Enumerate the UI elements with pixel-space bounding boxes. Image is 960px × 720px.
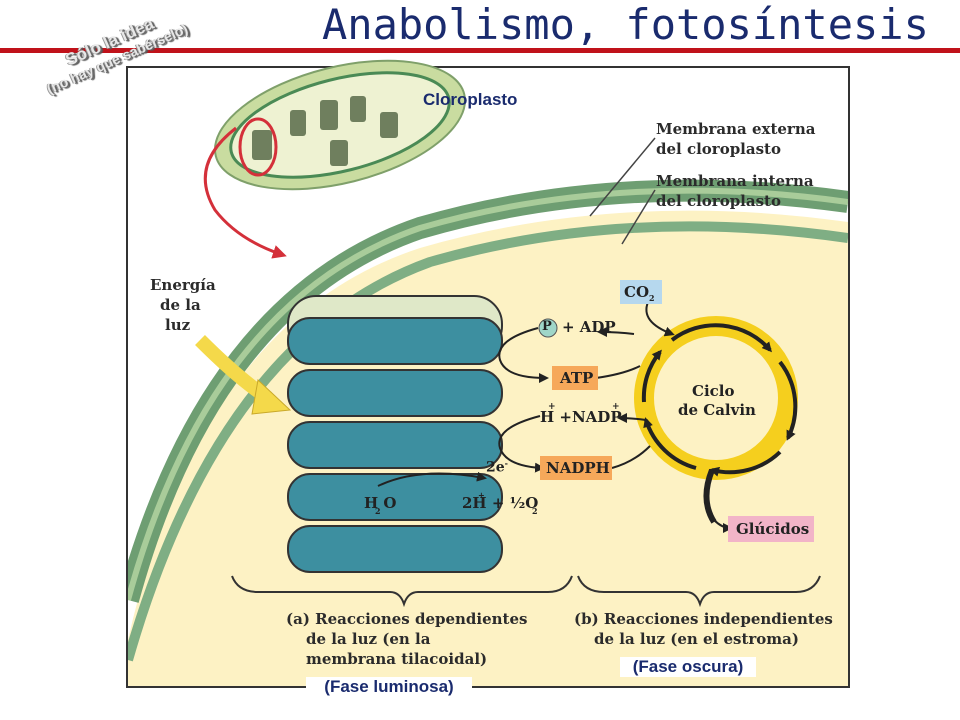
co2-box xyxy=(620,280,662,304)
nadp-plus-superscript: + xyxy=(612,402,620,412)
calvin-cycle-arrows xyxy=(641,323,798,477)
adp-label: + ADP xyxy=(562,318,616,336)
glucides-arrow-thick xyxy=(703,468,717,524)
glucides-box xyxy=(728,516,814,542)
products-label: 2H + ½O xyxy=(462,494,539,512)
thylakoid-disc xyxy=(287,473,503,521)
dark-phase-label: (Fase oscura) xyxy=(620,657,756,677)
glucides-label: Glúcidos xyxy=(736,520,810,538)
h2o-text: H O xyxy=(364,494,397,512)
co2-subscript: 2 xyxy=(649,293,655,303)
nadph-label: NADPH xyxy=(546,459,610,477)
h2o-subscript: 2 xyxy=(375,506,381,516)
chloroplast-label: Cloroplasto xyxy=(423,90,518,109)
atp-label: ATP xyxy=(560,369,594,387)
nadph-box xyxy=(540,456,612,480)
light-energy-label-1: Energía xyxy=(150,276,216,294)
light-reactions-label-3: membrana tilacoidal) xyxy=(306,650,488,668)
zoom-arrow xyxy=(203,126,287,259)
h-plus-superscript: + xyxy=(548,402,556,412)
outer-membrane-label-2: del cloroplasto xyxy=(656,140,781,158)
light-energy-label-2: de la xyxy=(160,296,201,314)
products-subscript: 2 xyxy=(532,506,538,516)
phosphate-circle xyxy=(538,318,558,338)
light-arrow-head xyxy=(251,379,292,415)
inner-membrane-label-2: del cloroplasto xyxy=(656,192,781,210)
outer-membrane-label-1: Membrana externa xyxy=(656,120,816,138)
phosphate-label: P xyxy=(542,319,552,334)
thylakoid-disc xyxy=(287,369,503,417)
atp-box xyxy=(552,366,598,390)
two-e-text: 2e xyxy=(486,459,505,476)
title-underline xyxy=(0,48,960,53)
dark-reactions-label-1: (b) Reacciones independientes xyxy=(574,610,833,628)
light-reactions-label-2: de la luz (en la xyxy=(306,630,431,648)
light-reactions-label-1: (a) Reacciones dependientes xyxy=(286,610,528,628)
light-energy-label-3: luz xyxy=(165,316,191,334)
co2-label: CO2 xyxy=(624,283,655,303)
products-superscript: + xyxy=(478,490,485,500)
calvin-label-1: Ciclo xyxy=(692,382,735,400)
slide-title: Anabolismo, fotosíntesis xyxy=(322,0,929,49)
inner-membrane-label-1: Membrana interna xyxy=(656,172,814,190)
dark-reactions-label-2: de la luz (en el estroma) xyxy=(594,630,799,648)
two-e-superscript: - xyxy=(504,458,508,468)
thylakoid-disc xyxy=(287,317,503,365)
h-nadp-text: H +NADP xyxy=(540,408,622,426)
h-nadp-label: H +NADP xyxy=(540,408,622,426)
highlight-circle xyxy=(238,117,278,177)
two-e-label: 2e- xyxy=(486,458,508,476)
inner-membrane-pointer xyxy=(621,189,656,245)
co2-text: CO xyxy=(624,283,650,301)
bracket-light xyxy=(231,575,573,608)
outer-membrane-pointer xyxy=(589,137,656,217)
bracket-dark xyxy=(577,575,821,608)
thylakoid-disc xyxy=(287,421,503,469)
inner-membrane xyxy=(128,221,848,662)
thylakoid-disc xyxy=(287,525,503,573)
light-phase-label: (Fase luminosa) xyxy=(306,677,472,697)
h2o-label: H O xyxy=(364,494,396,512)
membrane-highlight xyxy=(128,187,848,601)
thylakoid-stack xyxy=(287,295,503,573)
calvin-label-2: de Calvin xyxy=(678,401,756,419)
chloroplast-thumbnail xyxy=(214,59,466,191)
